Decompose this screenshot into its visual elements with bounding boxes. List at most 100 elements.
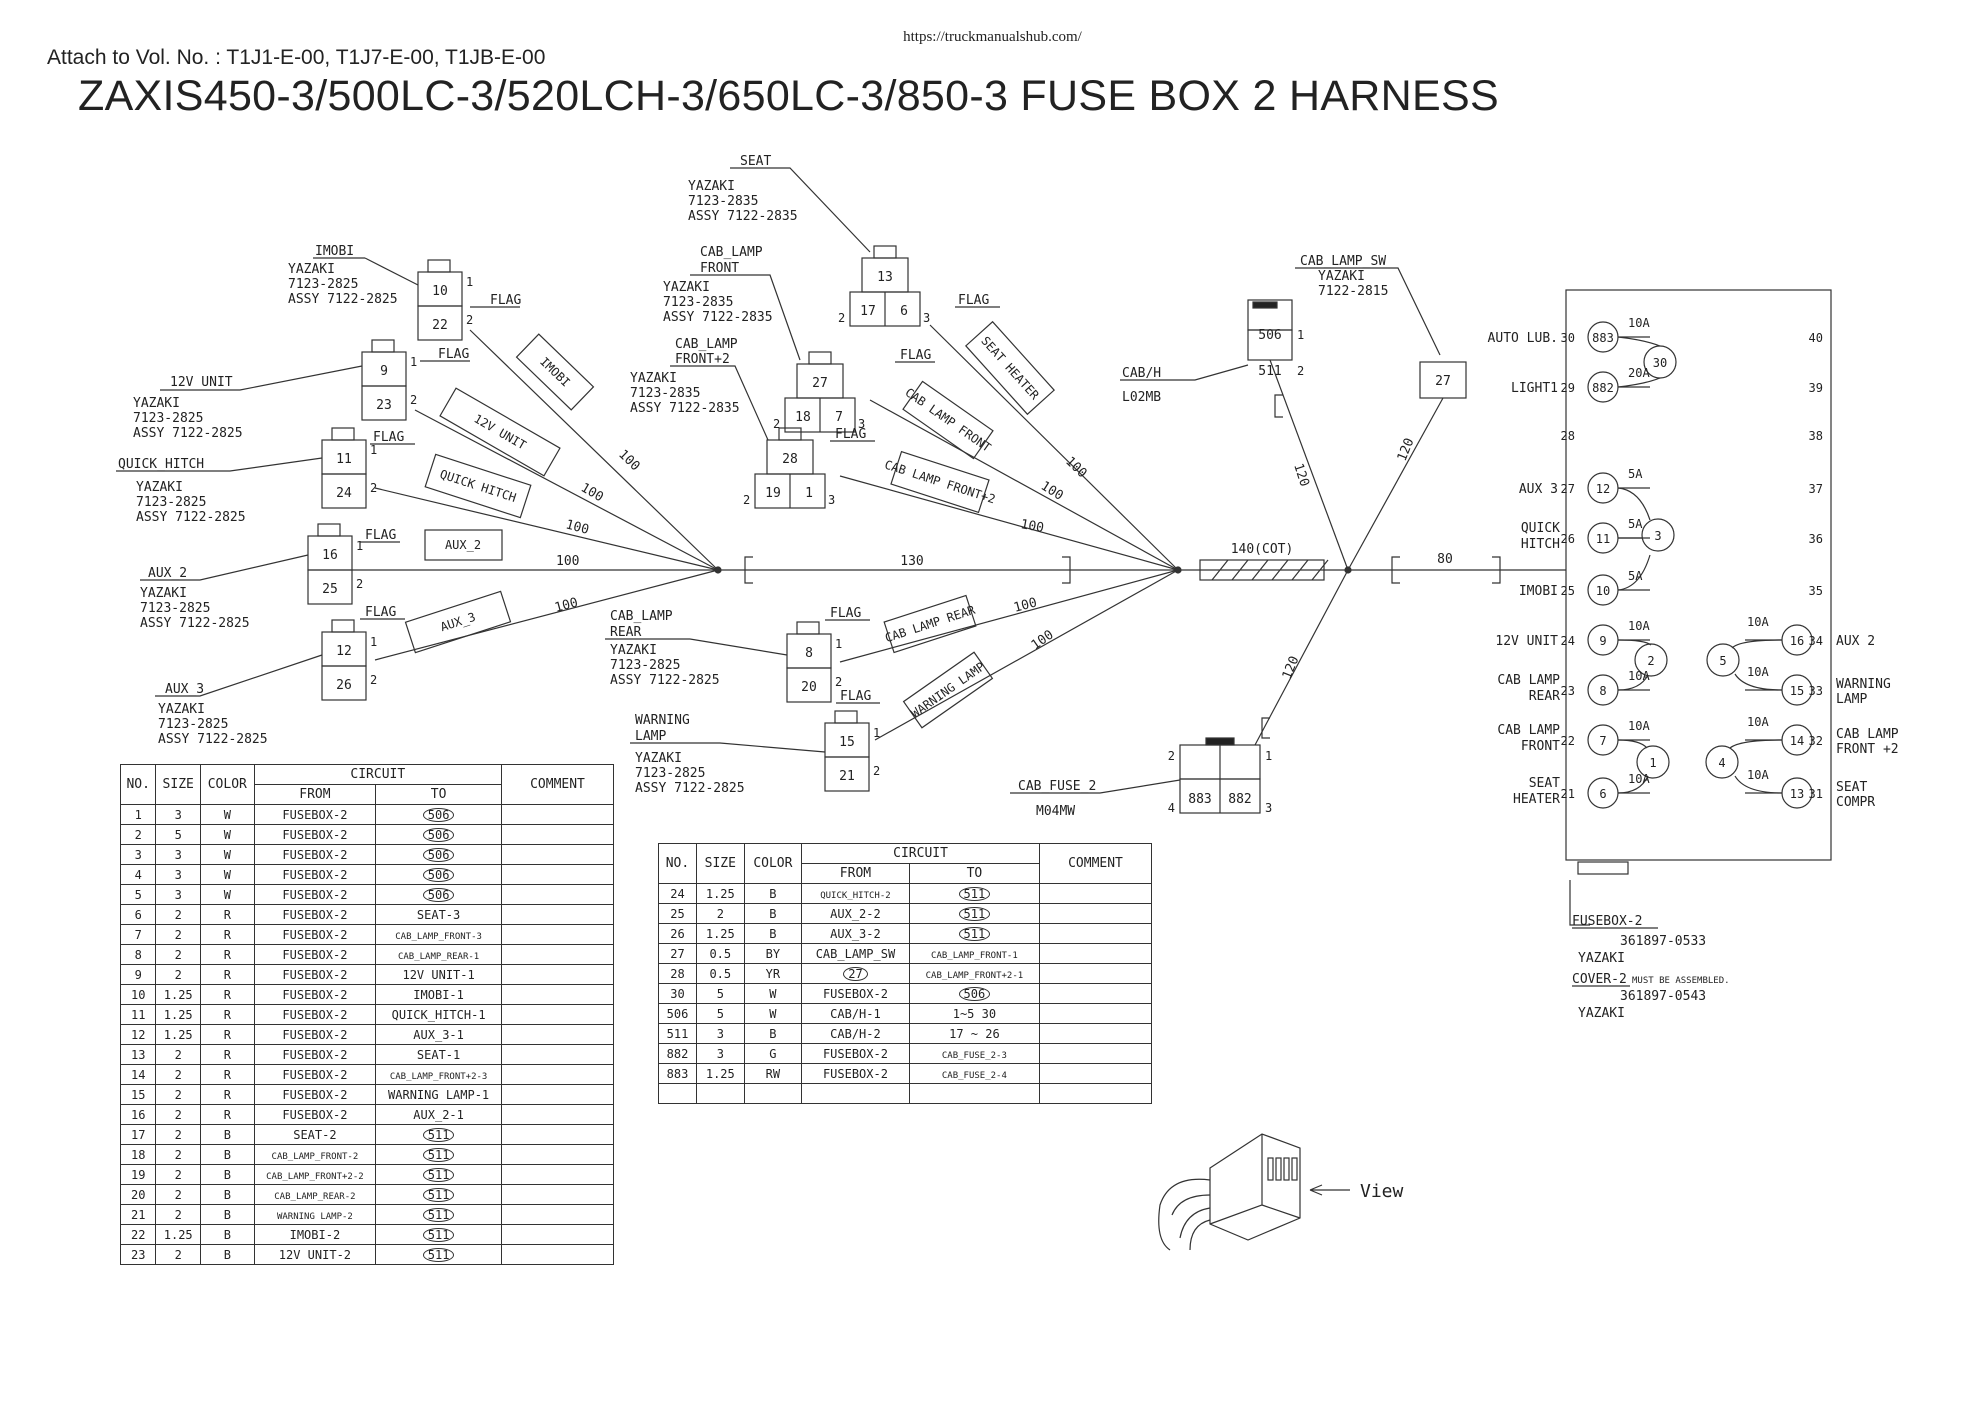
cell-to: SEAT-1 — [375, 1044, 502, 1065]
cell-comment — [501, 904, 614, 925]
cell-no: 26 — [658, 923, 697, 944]
cell-to: CAB_FUSE_2-3 — [908, 1043, 1041, 1064]
cab_lamp_front-pin-num-2: 2 — [773, 417, 780, 431]
cab-lamp-sw-leader — [1295, 267, 1441, 356]
circuit-text: CAB_LAMP_SW — [815, 946, 896, 961]
fusebox-bus-link — [1617, 487, 1651, 591]
cell-to: CAB_LAMP_FRONT-1 — [908, 943, 1041, 964]
seat-leader — [730, 167, 871, 253]
cell-color: BY — [743, 943, 803, 964]
fusebox-fuse-amp: 5A — [1628, 517, 1643, 531]
cab-lamp-sw-name: CAB_LAMP_SW — [1300, 254, 1386, 269]
cell-to: AUX_2-1 — [375, 1104, 502, 1125]
cell-size: 2 — [155, 944, 201, 965]
unit12v-assy: ASSY 7122-2825 — [133, 426, 243, 441]
cot-label: 140(COT) — [1231, 542, 1294, 557]
cell-no: 16 — [119, 1104, 157, 1125]
fusebox-left-cavity: 29 — [1561, 381, 1575, 395]
seat-pin-3: 6 — [900, 304, 908, 319]
cell-from: FUSEBOX-2 — [253, 964, 377, 985]
fusebox-right-cavity: 36 — [1809, 532, 1823, 546]
imobi-flag: FLAG — [490, 293, 521, 308]
fusebox-bus-circle — [1634, 643, 1668, 677]
view-label: View — [1360, 1181, 1404, 1202]
fusebox-left-label: QUICK — [1521, 521, 1560, 536]
cell-to: 12V UNIT-1 — [375, 964, 502, 985]
imobi-name: IMOBI — [315, 244, 354, 259]
cell-no: 506 — [658, 1003, 697, 1024]
quick_hitch-pin-num-1: 1 — [370, 443, 377, 457]
seat-length: 100 — [1062, 454, 1089, 481]
cover-2-maker: YAZAKI — [1578, 1006, 1625, 1021]
cell-size: 2 — [155, 1144, 201, 1165]
seat-flag-box — [964, 320, 1056, 416]
quick_hitch-flag-label: QUICK HITCH — [438, 467, 518, 505]
cell-to: 506 — [375, 884, 502, 905]
fusebox-bus-circle — [1706, 643, 1740, 677]
cab-lamp-rear-length: 100 — [1012, 595, 1039, 616]
quick_hitch-part: 7123-2825 — [136, 495, 206, 510]
unit12v-flag-tag: 12V UNIT — [439, 387, 561, 477]
cab-lamp-front-name-2: FRONT — [700, 261, 739, 276]
warning_lamp-pin-box-2 — [824, 756, 870, 792]
cell-size: 1.25 — [155, 984, 201, 1005]
cell-to: 506 — [375, 844, 502, 865]
cell-to: CAB_LAMP_FRONT+2-3 — [375, 1064, 502, 1085]
cell-no: 9 — [119, 964, 157, 985]
col-color: COLOR — [743, 843, 803, 884]
imobi-part: 7123-2825 — [288, 277, 358, 292]
quick_hitch-pin-2: 24 — [336, 486, 352, 501]
cell-from: 27 — [801, 963, 910, 984]
warning-lamp-wire — [874, 569, 1179, 741]
cell-size: 3 — [155, 804, 201, 825]
circuit-ref-oval: 511 — [958, 926, 991, 941]
cell-no: 10 — [119, 984, 157, 1005]
cab-lamp-front2-wire — [839, 475, 1179, 571]
warning_lamp-pin-1: 15 — [839, 735, 855, 750]
aux3-part: 7123-2825 — [158, 717, 228, 732]
warning-lamp-length: 100 — [1029, 628, 1057, 654]
cab-h-wire — [1269, 359, 1349, 571]
circuit-text: AUX_3-1 — [413, 1027, 464, 1042]
cab-h-name: CAB/H — [1122, 366, 1161, 381]
circuit-text: CAB_LAMP_FRONT+2-3 — [389, 1071, 488, 1082]
cell-comment — [1039, 1083, 1152, 1104]
circuit-ref-oval: 511 — [422, 1227, 455, 1242]
fusebox-fuse-number: 10 — [1596, 584, 1610, 598]
page-title: ZAXIS450-3/500LC-3/520LCH-3/650LC-3/850-… — [78, 72, 1499, 120]
fusebox-bus-number: 5 — [1719, 654, 1726, 668]
circuit-text: FUSEBOX-2 — [282, 847, 348, 862]
cell-from: FUSEBOX-2 — [253, 804, 377, 825]
wire-table-1: NO. SIZE COLOR CIRCUIT COMMENT FROM TO 1… — [119, 764, 614, 1265]
imobi-wire — [469, 329, 719, 571]
cab-lamp-rear-flag: FLAG — [830, 606, 861, 621]
fusebox-right-label: CAB LAMP — [1836, 727, 1899, 742]
aux3-flag-label: AUX_3 — [439, 610, 478, 634]
circuit-text: CAB_LAMP_FRONT-2 — [271, 1151, 359, 1162]
fusebox-right-cavity: 31 — [1809, 787, 1823, 801]
cell-from: FUSEBOX-2 — [253, 984, 377, 1005]
cell-no: 15 — [119, 1084, 157, 1105]
circuit-text: AUX_2-2 — [830, 906, 881, 921]
cab_lamp_rear-assy: ASSY 7122-2825 — [610, 673, 720, 688]
warning_lamp-latch — [834, 710, 858, 724]
cell-size: 2 — [155, 1164, 201, 1185]
circuit-ref-oval: 506 — [422, 887, 455, 902]
cell-color: RW — [743, 1063, 803, 1084]
cell-color — [743, 1083, 803, 1104]
cot-hatch — [1211, 559, 1229, 581]
fusebox-2-leader — [1569, 880, 1590, 926]
cell-from: FUSEBOX-2 — [253, 844, 377, 865]
cell-from: WARNING LAMP-2 — [253, 1204, 377, 1225]
quick_hitch-pin-num-2: 2 — [370, 481, 377, 495]
cell-comment — [501, 1184, 614, 1205]
cell-color: B — [199, 1184, 255, 1205]
fusebox-fuse-number: 13 — [1790, 787, 1804, 801]
cell-size: 3 — [695, 1023, 745, 1044]
fusebox-left-cavity: 23 — [1561, 684, 1575, 698]
